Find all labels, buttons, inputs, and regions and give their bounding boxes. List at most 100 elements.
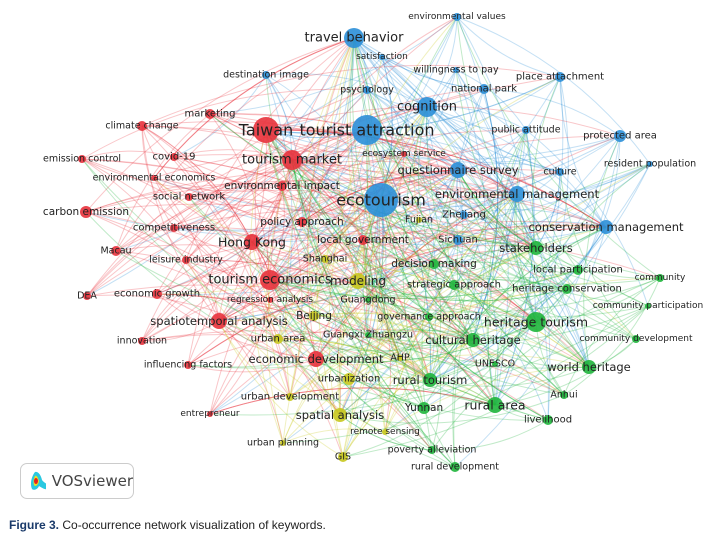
keyword-label[interactable]: urban planning [247,438,319,449]
keyword-label[interactable]: environmental impact [224,180,340,192]
keyword-node[interactable] [450,162,466,178]
keyword-node[interactable] [450,462,460,472]
keyword-label[interactable]: tourist attraction [299,121,434,140]
keyword-node[interactable] [253,117,279,143]
keyword-label[interactable]: resident population [604,159,696,170]
keyword-label[interactable]: competitiveness [133,223,215,234]
keyword-label[interactable]: remote sensing [350,427,420,437]
keyword-node[interactable] [526,312,546,332]
keyword-label[interactable]: environmental economics [93,173,216,184]
keyword-label[interactable]: strategic approach [407,280,501,291]
keyword-label[interactable]: climate change [105,121,178,132]
keyword-label[interactable]: livelihood [524,415,572,426]
keyword-node[interactable] [364,183,398,217]
keyword-label[interactable]: modeling [330,274,386,288]
keyword-label[interactable]: Anhui [550,390,577,401]
keyword-label[interactable]: community participation [593,301,704,311]
keyword-label[interactable]: economic growth [114,289,200,300]
keyword-label[interactable]: economic development [249,352,384,366]
keyword-label[interactable]: entrepreneur [180,409,240,419]
keyword-label[interactable]: willingness to pay [413,65,499,76]
keyword-node[interactable] [83,292,91,300]
keyword-label[interactable]: travel behavior [305,31,405,46]
keyword-node[interactable] [632,335,640,343]
keyword-label[interactable]: tourism economics [208,273,332,288]
keyword-node[interactable] [137,121,147,131]
keyword-label[interactable]: Yunnan [404,402,443,414]
keyword-label[interactable]: carbon emission [43,206,129,218]
keyword-label[interactable]: questionnaire survey [397,163,518,177]
keyword-label[interactable]: covid-19 [153,152,196,163]
keyword-node[interactable] [449,280,459,290]
keyword-node[interactable] [453,13,461,21]
keyword-node[interactable] [282,150,302,170]
keyword-label[interactable]: spatiotemporal analysis [150,314,287,328]
keyword-node[interactable] [262,71,270,79]
keyword-node[interactable] [152,289,162,299]
keyword-node[interactable] [582,360,596,374]
keyword-label[interactable]: GIS [335,452,351,463]
keyword-node[interactable] [543,415,553,425]
keyword-label[interactable]: urban area [251,334,306,345]
keyword-node[interactable] [425,313,433,321]
keyword-node[interactable] [344,28,364,48]
keyword-label[interactable]: Sichuan [438,235,478,246]
keyword-node[interactable] [343,373,355,385]
keyword-node[interactable] [111,246,121,256]
keyword-label[interactable]: urbanization [318,374,381,385]
keyword-label[interactable]: community [635,273,686,283]
keyword-label[interactable]: spatial analysis [296,408,385,422]
keyword-label[interactable]: policy approach [260,216,343,228]
keyword-node[interactable] [297,217,307,227]
keyword-label[interactable]: environmental management [435,187,600,201]
keyword-label[interactable]: regression analysis [227,295,313,305]
keyword-node[interactable] [185,193,193,201]
keyword-node[interactable] [170,224,178,232]
keyword-node[interactable] [260,270,280,290]
keyword-label[interactable]: Guangxi Zhuangzu [323,330,413,341]
keyword-label[interactable]: emission control [43,154,121,165]
keyword-node[interactable] [560,391,568,399]
keyword-node[interactable] [423,373,437,387]
keyword-label[interactable]: urban development [241,392,339,403]
keyword-node[interactable] [365,297,371,303]
keyword-node[interactable] [267,297,273,303]
keyword-node[interactable] [205,109,215,119]
keyword-label[interactable]: psychology [340,85,394,96]
keyword-label[interactable]: innovation [117,336,167,347]
keyword-node[interactable] [397,355,403,361]
keyword-label[interactable]: community development [580,334,693,344]
keyword-node[interactable] [151,175,157,181]
keyword-node[interactable] [522,126,530,134]
keyword-label[interactable]: rural area [464,398,525,413]
keyword-node[interactable] [614,130,626,142]
keyword-label[interactable]: Shanghai [303,254,347,265]
keyword-node[interactable] [562,284,572,294]
keyword-label[interactable]: heritage tourism [484,315,588,330]
keyword-node[interactable] [333,408,347,422]
keyword-label[interactable]: tourism market [242,153,342,168]
keyword-node[interactable] [321,255,329,263]
keyword-label[interactable]: UNESCO [475,359,515,370]
keyword-node[interactable] [138,337,146,345]
keyword-label[interactable]: cognition [397,100,457,115]
keyword-node[interactable] [645,303,651,309]
keyword-label[interactable]: stakeholders [499,241,573,255]
keyword-node[interactable] [573,265,583,275]
keyword-label[interactable]: rural tourism [393,373,468,387]
keyword-label[interactable]: culture [543,167,576,178]
keyword-node[interactable] [308,351,324,367]
keyword-node[interactable] [656,274,664,282]
keyword-label[interactable]: conservation management [528,220,684,234]
keyword-label[interactable]: governance approach [377,312,480,323]
keyword-node[interactable] [492,361,498,367]
keyword-node[interactable] [277,181,287,191]
keyword-node[interactable] [428,446,436,454]
keyword-node[interactable] [556,168,564,176]
keyword-label[interactable]: satisfaction [356,52,408,62]
keyword-label[interactable]: Macau [100,246,131,257]
keyword-node[interactable] [379,54,385,60]
keyword-node[interactable] [363,86,371,94]
keyword-node[interactable] [211,313,227,329]
keyword-label[interactable]: DEA [77,291,97,302]
